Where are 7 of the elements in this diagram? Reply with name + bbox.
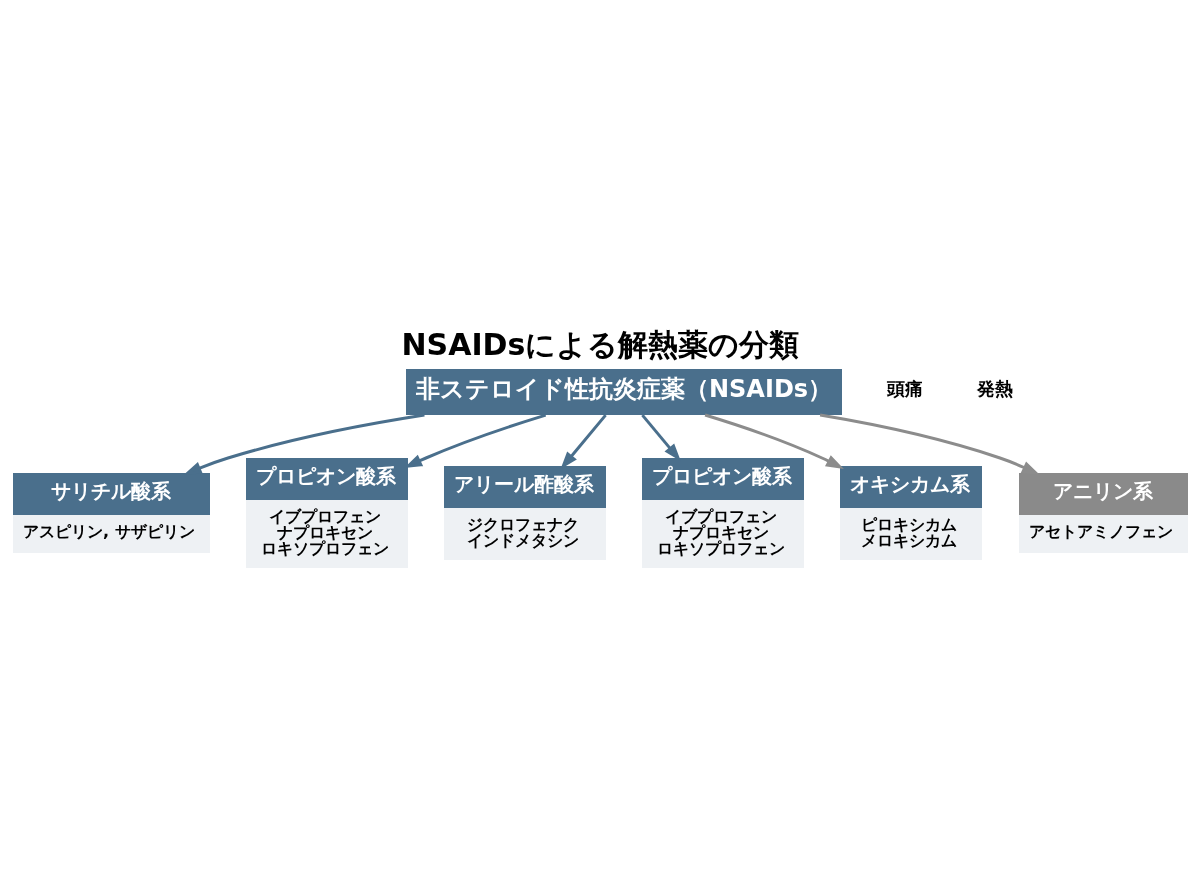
arrow — [704, 413, 844, 469]
diagram-title: NSAIDsによる解熱薬の分類 — [401, 327, 800, 362]
arrow — [819, 413, 1040, 475]
node-box: 非ステロイド性抗炎症薬（NSAIDs） — [406, 369, 842, 415]
arrow — [183, 413, 425, 475]
label: 頭痛 — [886, 378, 923, 400]
label: 発熱 — [976, 378, 1013, 400]
